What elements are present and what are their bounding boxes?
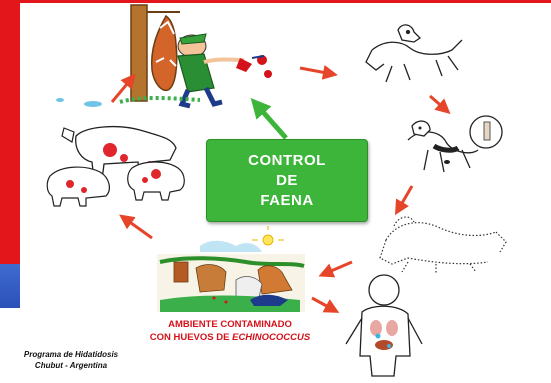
arrow-eating-to-infected: [394, 185, 414, 216]
environment-caption-line-1: AMBIENTE CONTAMINADO: [168, 319, 292, 330]
left-accent-blue: [0, 264, 20, 308]
arrow-livestock-to-slaughter: [110, 73, 136, 103]
arrow-infected-to-environment: [318, 260, 353, 278]
infected-dog-illustration: [379, 216, 507, 274]
environment-caption-genus: ECHINOCOCCUS: [232, 332, 311, 343]
cycle-arrows: [110, 64, 451, 313]
left-accent-bar: [0, 0, 20, 383]
left-accent-red: [0, 0, 20, 264]
arrow-control-to-slaughter: [250, 98, 288, 140]
environment-caption-line-2: CON HUEVOS DE ECHINOCOCCUS: [140, 331, 320, 344]
control-de-faena-box: CONTROL DE FAENA: [206, 139, 368, 222]
arrow-environment-to-human: [311, 296, 340, 313]
dog-running-illustration: [365, 24, 463, 83]
left-accent-white: [0, 308, 20, 383]
human-infection-illustration: [345, 274, 423, 377]
livestock-illustration: [46, 126, 185, 207]
program-credit: Programa de Hidatidosis Chubut - Argenti…: [16, 349, 126, 371]
program-line-1: Programa de Hidatidosis: [23, 350, 119, 359]
arrow-dog-to-eating: [429, 94, 451, 114]
program-line-2: Chubut - Argentina: [34, 361, 108, 370]
contaminated-environment-illustration: [157, 226, 305, 312]
environment-caption: AMBIENTE CONTAMINADO CON HUEVOS DE ECHIN…: [140, 318, 320, 344]
environment-caption-prefix: CON HUEVOS DE: [149, 332, 233, 343]
control-line-1: CONTROL: [248, 151, 326, 169]
slaughter-scene-illustration: [56, 4, 272, 109]
control-line-2: DE: [276, 171, 298, 189]
control-line-3: FAENA: [260, 191, 314, 209]
arrow-environment-to-livestock: [119, 214, 153, 240]
top-accent-line: [20, 0, 551, 3]
dog-eating-illustration: [407, 115, 503, 173]
arrow-slaughter-to-dog: [299, 64, 338, 80]
